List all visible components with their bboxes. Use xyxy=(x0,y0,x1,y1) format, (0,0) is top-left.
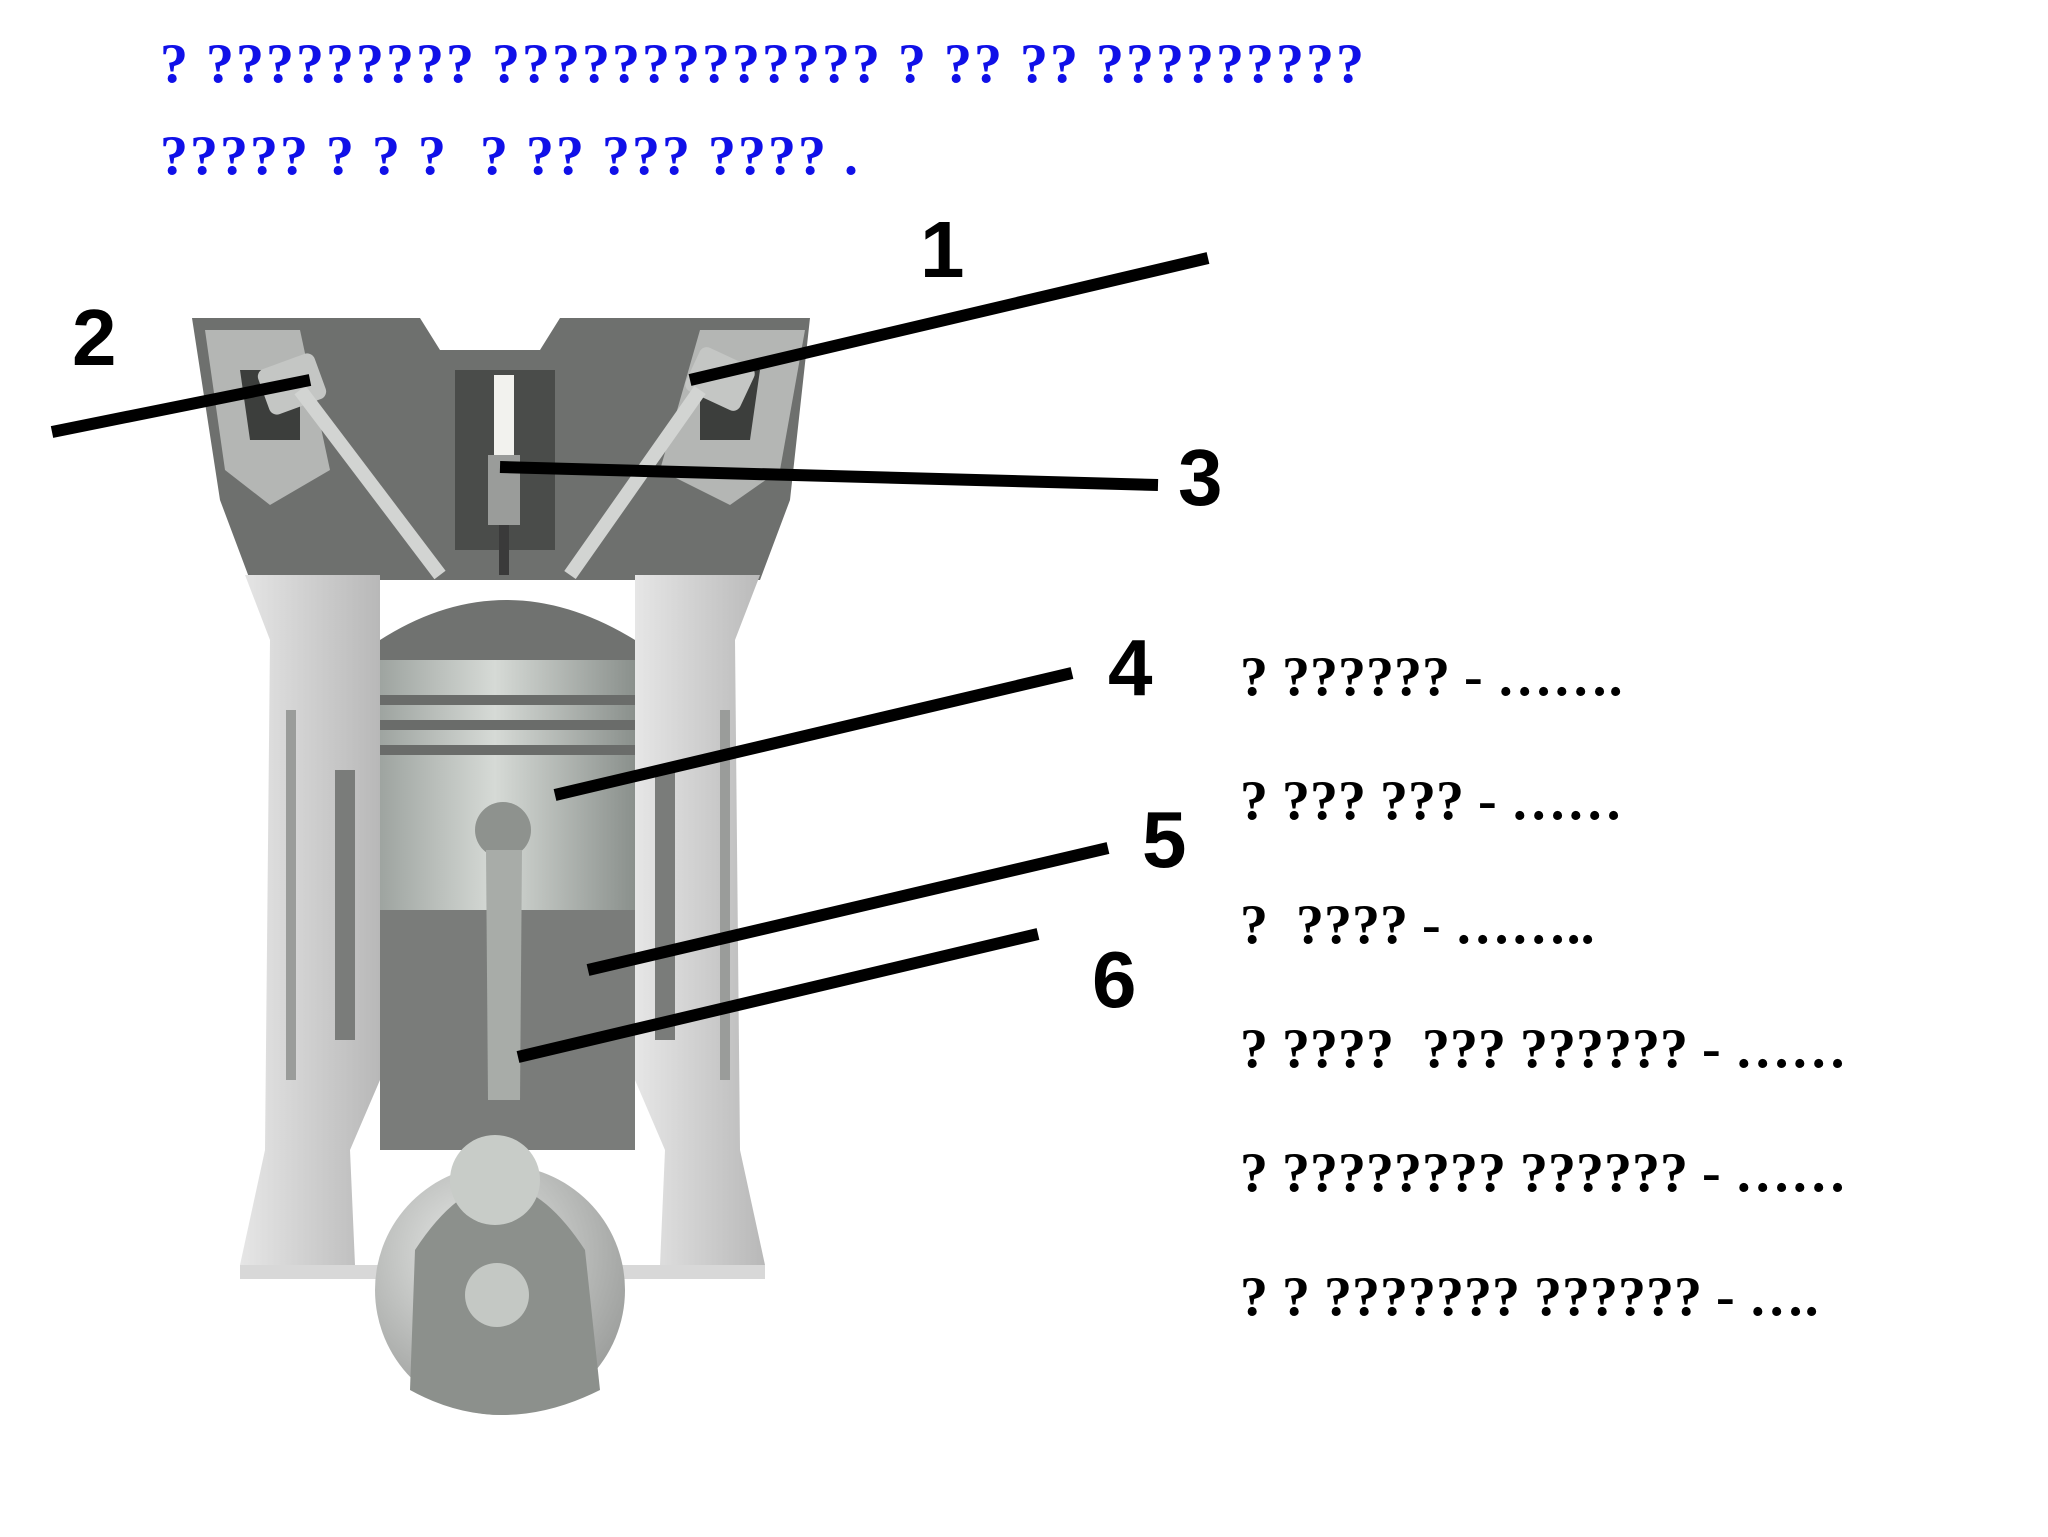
leader-line-2 xyxy=(50,374,312,438)
legend-item: ? ???? - …….. xyxy=(1240,894,1595,956)
legend-item: ? ? ??????? ?????? - …. xyxy=(1240,1266,1819,1328)
title-line-2: ????? ? ? ? ? ?? ??? ???? . xyxy=(160,125,860,187)
legend-item: ? ?????? - ……. xyxy=(1240,646,1623,708)
leader-line-4 xyxy=(553,667,1074,801)
engine-illustration xyxy=(192,318,810,1415)
legend-item: ? ???? ??? ?????? - …… xyxy=(1240,1018,1847,1080)
leader-line-5 xyxy=(586,842,1110,976)
callout-1: 1 xyxy=(920,205,965,294)
connecting-rod xyxy=(486,850,522,1100)
legend-item: ? ???????? ?????? - …… xyxy=(1240,1142,1847,1204)
leader-lines xyxy=(50,252,1210,1063)
leader-line-1 xyxy=(688,252,1210,386)
callout-3: 3 xyxy=(1178,433,1223,522)
callout-4: 4 xyxy=(1108,623,1153,712)
leader-line-6 xyxy=(516,928,1040,1063)
callout-6: 6 xyxy=(1092,935,1137,1024)
page-title: ? ????????? ????????????? ? ?? ?? ??????… xyxy=(160,18,1660,202)
cylinder-wall-left xyxy=(240,575,380,1265)
piston-pin xyxy=(475,802,531,858)
callout-numbers: 1 2 3 4 5 6 xyxy=(72,205,1223,1024)
crankshaft xyxy=(375,1135,625,1415)
legend-item: ? ??? ??? - …… xyxy=(1240,770,1623,832)
callout-5: 5 xyxy=(1142,795,1187,884)
title-line-1: ? ????????? ????????????? ? ?? ?? ??????… xyxy=(160,33,1366,95)
leader-line-3 xyxy=(499,461,1159,491)
callout-2: 2 xyxy=(72,293,117,382)
cylinder-wall-right xyxy=(635,575,765,1265)
parts-legend: ? ?????? - ……. ? ??? ??? - …… ? ???? - …… xyxy=(1240,615,1847,1359)
